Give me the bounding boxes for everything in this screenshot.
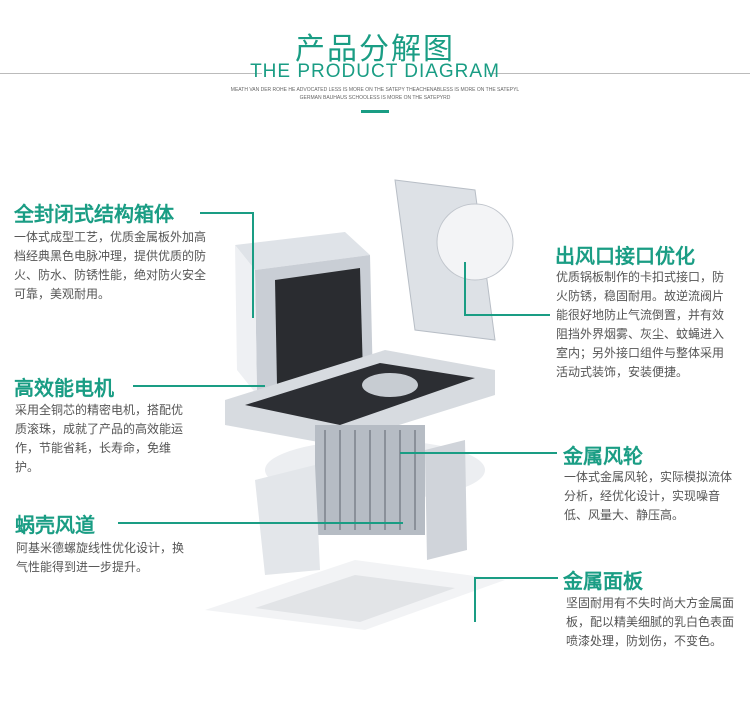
leader-line (474, 577, 558, 579)
feature-desc-motor: 采用全铜芯的精密电机，搭配优质滚珠，成就了产品的高效能运作，节能省耗，长寿命，免… (15, 403, 184, 474)
leader-line (200, 212, 253, 214)
leader-line (464, 314, 550, 316)
feature-desc-panel: 坚固耐用有不失时尚大方金属面板，配以精美细腻的乳白色表面喷漆处理，防划伤，不变色… (566, 596, 735, 648)
fine-print-1: MEATH VAN DER ROHE HE ADVOCATED LESS IS … (230, 87, 520, 93)
page-subtitle: THE PRODUCT DIAGRAM (250, 61, 500, 82)
feature-title-cabinet: 全封闭式结构箱体 (14, 202, 174, 226)
feature-desc-outlet: 优质锅板制作的卡扣式接口，防火防锈，稳固耐用。故逆流阀片能很好地防止气流倒置，并… (556, 270, 725, 379)
fine-print-2: GERMAN BAUHAUS SCHOOLESS IS MORE ON THE … (299, 95, 451, 101)
page-title: 产品分解图 (295, 32, 455, 67)
product-exploded-illustration (205, 179, 514, 630)
leader-line (400, 452, 557, 454)
leader-line (133, 385, 265, 387)
feature-desc-volute: 阿基米德螺旋线性优化设计，换气性能得到进一步提升。 (16, 541, 185, 574)
divider-left (0, 73, 262, 74)
leader-line (252, 212, 254, 318)
leader-line (474, 577, 476, 622)
feature-title-impeller: 金属风轮 (563, 444, 643, 468)
feature-desc-cabinet: 一体式成型工艺，优质金属板外加高档经典黑色电脉冲理，提供优质的防火、防水、防锈性… (14, 230, 207, 301)
accent-bar (361, 110, 389, 113)
feature-desc-impeller: 一体式金属风轮，实际模拟流体分析，经优化设计，实现噪音低、风量大、静压高。 (564, 470, 733, 522)
feature-title-motor: 高效能电机 (14, 376, 114, 400)
divider-right (488, 73, 750, 74)
leader-line (118, 522, 403, 524)
leader-line (464, 262, 466, 315)
feature-title-outlet: 出风口接口优化 (555, 244, 695, 268)
feature-title-volute: 蜗壳风道 (15, 513, 95, 537)
feature-title-panel: 金属面板 (563, 569, 643, 593)
